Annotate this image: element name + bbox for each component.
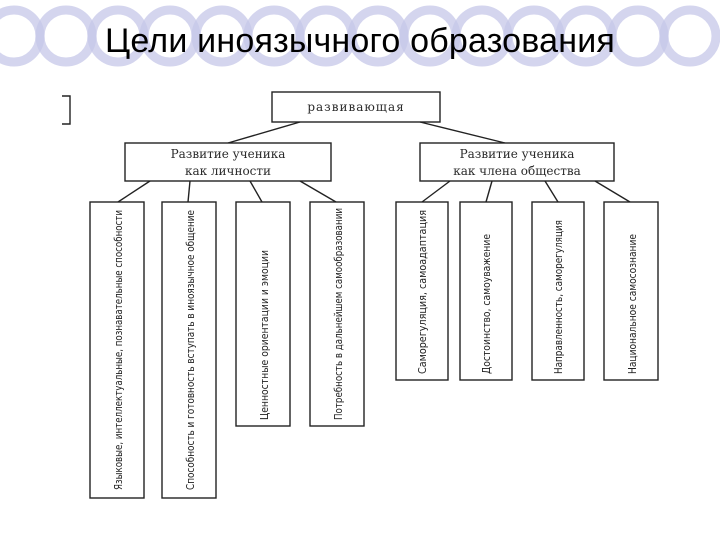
right-leaf-box-2 — [459, 201, 513, 381]
arrow-left-3 — [249, 180, 263, 203]
branch-left-box — [124, 142, 332, 182]
left-leaf-label-3: Ценностные ориентации и эмоции — [259, 250, 271, 420]
left-leaf-label-1: Языковые, интеллектуальные, познавательн… — [113, 210, 125, 490]
arrow-left-4 — [299, 180, 337, 203]
right-leaf-label-2: Достоинство, самоуважение — [481, 234, 493, 374]
right-leaf-label-4: Национальное самосознание — [627, 234, 639, 374]
right-leaf-label-1: Саморегуляция, самоадаптация — [417, 210, 429, 374]
left-leaf-box-3 — [235, 201, 291, 427]
arrow-right-4 — [594, 180, 631, 203]
connector-root-left — [227, 121, 301, 144]
left-leaf-label-4: Потребность в дальнейшем самообразовании — [333, 208, 345, 420]
left-leaf-box-2 — [161, 201, 217, 499]
slide-title: Цели иноязычного образования — [104, 22, 616, 60]
root-label: развивающая — [307, 100, 404, 114]
arrow-right-1 — [421, 180, 451, 203]
left-leaf-box-4 — [309, 201, 365, 427]
branch-right-line1: Развитие ученика — [460, 147, 575, 161]
root-box — [271, 91, 441, 123]
branch-right-box — [419, 142, 615, 182]
branch-left-line1: Развитие ученика — [171, 147, 286, 161]
right-leaf-box-3 — [531, 201, 585, 381]
arrow-left-2 — [187, 180, 191, 203]
branch-right-line2: как члена общества — [453, 164, 581, 178]
bracket-fragment — [62, 95, 71, 125]
branch-left-line2: как личности — [185, 164, 271, 178]
right-leaf-box-1 — [395, 201, 449, 381]
right-leaf-label-3: Направленность, саморегуляция — [553, 220, 565, 374]
arrow-left-1 — [117, 180, 151, 203]
arrow-right-2 — [485, 180, 493, 203]
decorative-ring — [659, 5, 720, 67]
connector-root-right — [419, 121, 506, 144]
arrow-right-3 — [544, 180, 559, 203]
decorative-rings — [0, 5, 720, 67]
right-leaf-box-4 — [603, 201, 659, 381]
left-leaf-label-2: Способность и готовность вступать в иноя… — [185, 210, 197, 490]
left-leaf-box-1 — [89, 201, 145, 499]
